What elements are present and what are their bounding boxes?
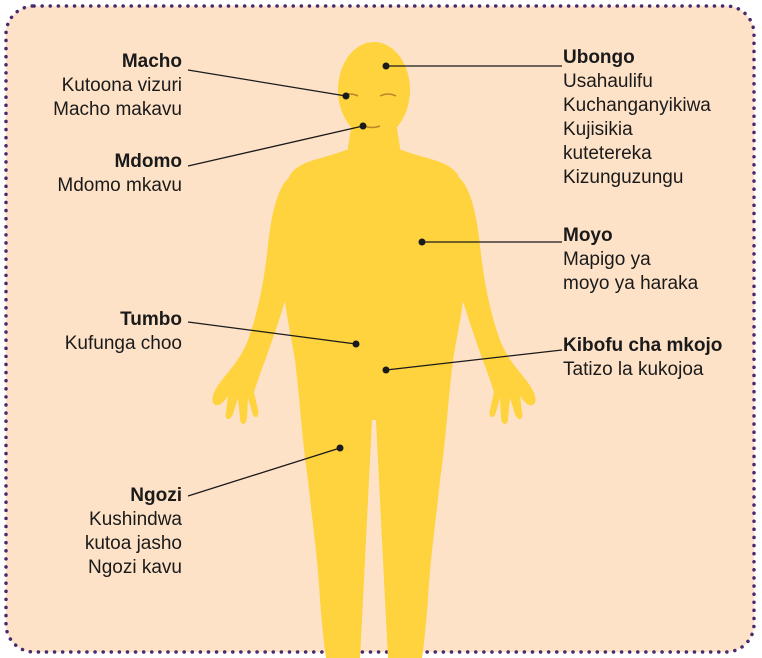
label-tumbo-line-1: Kufunga choo [65, 332, 182, 356]
dot-moyo [419, 239, 426, 246]
label-ngozi-line-1: Kushindwa [85, 508, 182, 532]
dot-mdomo [360, 123, 367, 130]
dot-ubongo [383, 63, 390, 70]
label-moyo: Moyo Mapigo ya moyo ya haraka [563, 224, 698, 296]
label-moyo-title: Moyo [563, 224, 698, 248]
label-kibofu: Kibofu cha mkojo Tatizo la kukojoa [563, 334, 722, 382]
label-ubongo-line-4: kutetereka [563, 142, 711, 166]
label-moyo-line-1: Mapigo ya [563, 248, 698, 272]
label-tumbo-title: Tumbo [65, 308, 182, 332]
label-ubongo-line-3: Kujisikia [563, 118, 711, 142]
label-ubongo-line-1: Usahaulifu [563, 70, 711, 94]
label-macho-title: Macho [53, 50, 182, 74]
label-kibofu-line-1: Tatizo la kukojoa [563, 358, 722, 382]
label-ngozi: Ngozi Kushindwa kutoa jasho Ngozi kavu [85, 484, 182, 580]
label-mdomo: Mdomo Mdomo mkavu [57, 150, 182, 198]
label-ngozi-line-3: Ngozi kavu [85, 556, 182, 580]
dot-ngozi [337, 445, 344, 452]
label-macho-line-2: Macho makavu [53, 98, 182, 122]
label-tumbo: Tumbo Kufunga choo [65, 308, 182, 356]
label-ngozi-line-2: kutoa jasho [85, 532, 182, 556]
label-ngozi-title: Ngozi [85, 484, 182, 508]
label-ubongo: Ubongo Usahaulifu Kuchanganyikiwa Kujisi… [563, 46, 711, 190]
label-macho-line-1: Kutoona vizuri [53, 74, 182, 98]
label-ubongo-line-5: Kizunguzungu [563, 166, 711, 190]
label-mdomo-title: Mdomo [57, 150, 182, 174]
label-kibofu-title: Kibofu cha mkojo [563, 334, 722, 358]
dot-tumbo [353, 341, 360, 348]
label-macho: Macho Kutoona vizuri Macho makavu [53, 50, 182, 122]
label-moyo-line-2: moyo ya haraka [563, 272, 698, 296]
label-mdomo-line-1: Mdomo mkavu [57, 174, 182, 198]
label-ubongo-line-2: Kuchanganyikiwa [563, 94, 711, 118]
dot-macho [343, 93, 350, 100]
dot-kibofu [383, 367, 390, 374]
label-ubongo-title: Ubongo [563, 46, 711, 70]
